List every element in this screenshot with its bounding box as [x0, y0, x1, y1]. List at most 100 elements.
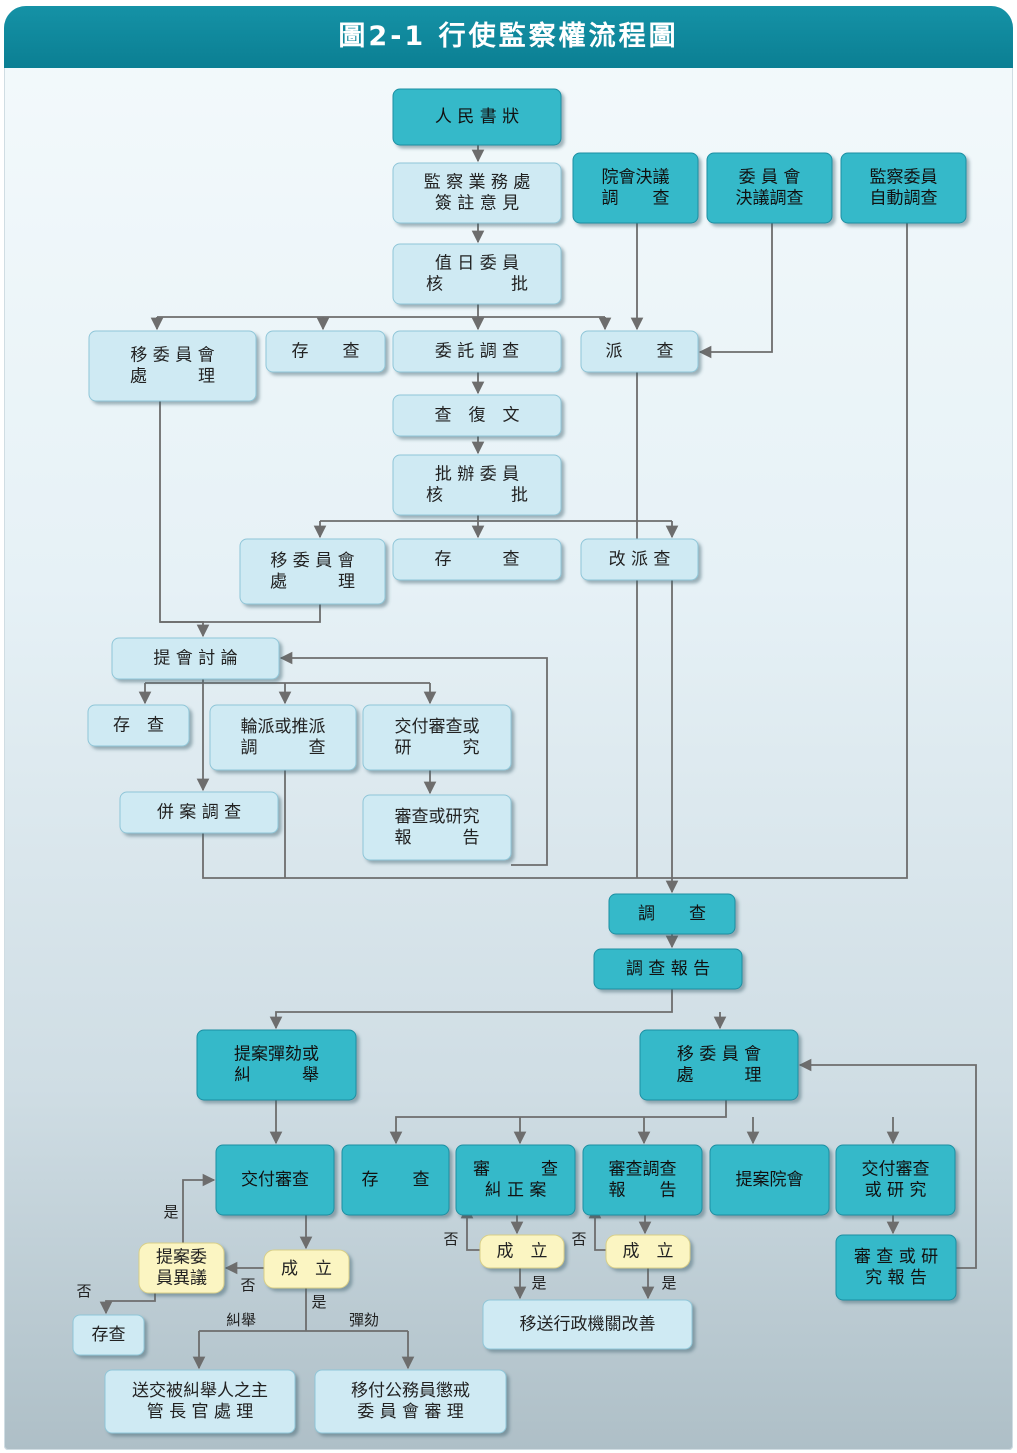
- flow-node-n25: 移 委 員 會處 理: [639, 1029, 799, 1101]
- flow-node-label: 移 委 員 會: [677, 1045, 761, 1065]
- connector-line: [698, 223, 773, 359]
- flow-node-box: [392, 454, 562, 516]
- flow-node-label: 院會決議: [602, 168, 670, 188]
- flow-node-label: 成 立: [497, 1242, 548, 1262]
- flow-node-label: 員異議: [156, 1269, 207, 1289]
- flow-node-box: [362, 794, 512, 861]
- flow-node-label: 監 察 業 務 處: [424, 173, 531, 193]
- flow-node-label: 監察委員: [870, 168, 938, 188]
- flow-node-n17: 存 查: [87, 704, 190, 747]
- flow-node-label: 送交被糾舉人之主: [132, 1381, 268, 1401]
- flow-node-box: [72, 1314, 145, 1356]
- connector-line: [182, 1173, 216, 1243]
- flow-node-box: [608, 893, 736, 935]
- flow-node-n31: 交付審查或 研 究: [835, 1144, 956, 1216]
- flow-node-n15: 改 派 查: [580, 538, 699, 581]
- flow-node-label: 委 託 調 查: [435, 342, 519, 362]
- flow-node-label: 自動調查: [870, 189, 938, 209]
- flow-node-label: 移 委 員 會: [270, 551, 354, 571]
- flow-node-n30: 提案院會: [709, 1144, 830, 1216]
- flow-node-label: 改 派 查: [609, 550, 671, 570]
- flow-node-box: [215, 1144, 335, 1216]
- flow-node-label: 簽 註 意 見: [435, 194, 519, 214]
- flow-node-box: [835, 1234, 957, 1301]
- flow-node-n20: 併 案 調 查: [119, 791, 279, 834]
- flow-node-label: 調 查: [638, 904, 706, 924]
- flow-node-box: [840, 152, 967, 224]
- flow-node-n32: 審 查 或 研究 報 告: [835, 1234, 957, 1301]
- flow-node-label: 併 案 調 查: [157, 803, 241, 823]
- flow-node-label: 交付審查: [862, 1160, 930, 1180]
- flow-node-label: 研 究: [395, 738, 480, 758]
- flow-node-label: 委 員 會 審 理: [357, 1402, 464, 1422]
- flow-node-label: 調 查: [602, 189, 670, 209]
- flow-node-n11: 查 復 文: [392, 394, 562, 437]
- flow-node-n34: 成 立: [263, 1249, 350, 1289]
- connector-line: [160, 604, 321, 623]
- flow-node-label: 報 告: [609, 1181, 677, 1201]
- flow-node-n13: 移 委 員 會處 理: [239, 538, 386, 605]
- flow-node-n14: 存 查: [392, 538, 562, 581]
- flow-node-label: 值 日 委 員: [435, 254, 519, 274]
- flow-node-label: 交付審查: [241, 1170, 309, 1190]
- flow-node-box: [104, 1369, 296, 1434]
- flow-node-box: [605, 1234, 691, 1269]
- edge-label: 是: [531, 1274, 546, 1292]
- flow-node-n7: 移 委 員 會處 理: [88, 330, 257, 402]
- flow-node-n37: 存查: [72, 1314, 145, 1356]
- connector-line: [389, 1100, 727, 1145]
- flow-node-box: [479, 1234, 565, 1269]
- edge-label: 是: [163, 1203, 178, 1221]
- flow-node-label: 提案院會: [736, 1170, 804, 1190]
- flow-node-label: 糾 舉: [234, 1066, 319, 1086]
- flow-node-box: [392, 88, 562, 146]
- flow-node-label: 決議調查: [736, 189, 804, 209]
- flow-node-box: [341, 1144, 450, 1216]
- flow-node-n10: 派 查: [580, 330, 699, 373]
- flow-node-label: 交付審查或: [395, 717, 480, 737]
- flow-node-box: [209, 704, 357, 771]
- flow-node-label: 成 立: [623, 1242, 674, 1262]
- flow-node-label: 核 批: [426, 275, 528, 295]
- flow-node-label: 存 查: [435, 550, 520, 570]
- flow-node-label: 審 查: [473, 1160, 558, 1180]
- edge-label: 否: [571, 1230, 586, 1248]
- flow-node-label: 提案委: [156, 1248, 207, 1268]
- flow-node-label: 究 報 告: [865, 1268, 927, 1288]
- flow-node-box: [119, 791, 279, 834]
- flow-node-box: [239, 538, 386, 605]
- edge-label: 否: [443, 1230, 458, 1248]
- flow-node-n9: 委 託 調 查: [392, 330, 562, 373]
- flow-node-box: [593, 948, 743, 990]
- flow-node-box: [392, 162, 562, 224]
- flow-node-label: 存查: [92, 1325, 126, 1345]
- connector-line: [798, 1058, 977, 1269]
- flow-node-box: [639, 1029, 799, 1101]
- flow-node-label: 存 查: [292, 342, 360, 362]
- edge-label: 糾舉: [226, 1311, 256, 1329]
- edge-label: 是: [661, 1274, 676, 1292]
- flow-node-box: [580, 330, 699, 373]
- flow-node-box: [572, 152, 699, 224]
- connector-line: [269, 989, 673, 1030]
- diagram-title: 圖2-1 行使監察權流程圖: [4, 6, 1013, 68]
- flow-node-box: [709, 1144, 830, 1216]
- flow-node-label: 處 理: [130, 367, 215, 387]
- flow-node-box: [482, 1299, 693, 1350]
- flow-node-box: [392, 394, 562, 437]
- flow-node-box: [580, 538, 699, 581]
- flow-node-label: 核 批: [426, 486, 528, 506]
- flow-node-label: 提案彈劾或: [234, 1045, 319, 1065]
- flow-node-label: 調 查 報 告: [626, 959, 710, 979]
- flow-node-n16: 提 會 討 論: [111, 637, 280, 680]
- edge-label: 否: [76, 1282, 91, 1300]
- flow-node-label: 審查調查: [609, 1160, 677, 1180]
